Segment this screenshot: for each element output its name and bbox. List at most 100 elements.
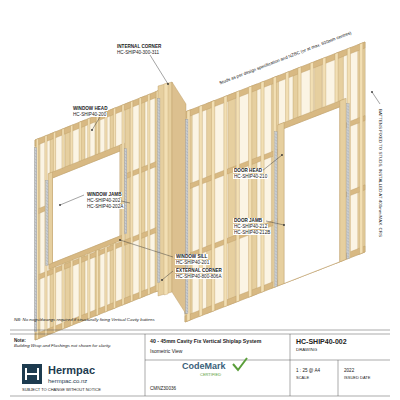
mesh-hatch <box>124 232 126 234</box>
mesh-hatch <box>34 156 36 158</box>
mesh-hatch <box>34 183 36 185</box>
mesh-hatch <box>158 140 160 142</box>
mesh-hatch <box>34 264 36 266</box>
mesh-hatch <box>34 261 36 263</box>
mesh-hatch <box>124 223 126 225</box>
mesh-hatch <box>158 194 160 196</box>
opening-sill <box>49 235 124 270</box>
mesh-hatch <box>347 178 349 180</box>
leader-line <box>120 240 173 257</box>
mesh-hatch <box>158 257 160 259</box>
mesh-hatch <box>34 204 36 206</box>
mesh-hatch <box>46 197 48 199</box>
mesh-hatch <box>46 188 48 190</box>
mesh-hatch <box>275 275 277 277</box>
mesh-hatch <box>46 260 48 262</box>
mesh-hatch <box>34 171 36 173</box>
hermpac-logo-mark <box>22 364 42 384</box>
cavity-batten <box>310 62 313 112</box>
mesh-hatch <box>34 216 36 218</box>
mesh-hatch <box>34 174 36 176</box>
mesh-hatch <box>34 252 36 254</box>
cavity-batten <box>62 128 64 168</box>
title-block-rule <box>10 396 390 397</box>
mesh-hatch <box>158 269 160 271</box>
mesh-hatch <box>186 301 188 303</box>
mesh-hatch <box>46 227 48 229</box>
part-code: HC-SHIP40-212 <box>233 224 268 229</box>
mesh-hatch <box>347 220 349 222</box>
mesh-hatch <box>46 203 48 205</box>
mesh-hatch <box>186 241 188 243</box>
mesh-hatch <box>46 248 48 250</box>
mesh-hatch <box>124 181 126 183</box>
callout-label: WINDOW JAMB <box>86 192 122 197</box>
mesh-hatch <box>34 198 36 200</box>
mesh-hatch <box>34 243 36 245</box>
mesh-hatch <box>34 168 36 170</box>
mesh-hatch <box>124 163 126 165</box>
mesh-hatch <box>347 109 349 111</box>
mesh-hatch <box>46 191 48 193</box>
mesh-hatch <box>158 101 160 103</box>
mesh-hatch <box>158 182 160 184</box>
mesh-hatch <box>124 229 126 231</box>
mesh-hatch <box>347 217 349 219</box>
mesh-hatch <box>186 220 188 222</box>
leader-dot <box>119 239 121 241</box>
view-name: Isometric View <box>150 349 182 355</box>
mesh-hatch <box>34 207 36 209</box>
note: BATTENS FIXED TO STUDS, INSTALLED AT 400… <box>377 108 382 238</box>
callout-label: INTERNAL CORNER <box>116 44 162 49</box>
mesh-hatch <box>34 255 36 257</box>
leader-line <box>266 221 284 225</box>
mesh-hatch <box>186 223 188 225</box>
mesh-hatch <box>34 201 36 203</box>
mesh-hatch <box>347 190 349 192</box>
cavity-batten <box>53 132 55 172</box>
mesh-hatch <box>186 232 188 234</box>
mesh-hatch <box>46 185 48 187</box>
leader-line <box>60 195 84 205</box>
mesh-hatch <box>158 125 160 127</box>
mesh-hatch <box>34 276 36 278</box>
mesh-hatch <box>186 193 188 195</box>
mesh-hatch <box>34 162 36 164</box>
mesh-hatch <box>46 182 48 184</box>
cavity-batten <box>88 253 90 319</box>
mesh-hatch <box>124 187 126 189</box>
mesh-hatch <box>46 215 48 217</box>
mesh-hatch <box>347 160 349 162</box>
mesh-hatch <box>34 195 36 197</box>
mesh-hatch <box>347 250 349 252</box>
wall-frame <box>185 42 365 322</box>
mesh-hatch <box>34 282 36 284</box>
mesh-hatch <box>347 229 349 231</box>
mesh-hatch <box>275 284 277 286</box>
mesh-hatch <box>347 232 349 234</box>
leader-dot <box>283 224 285 226</box>
mesh-hatch <box>158 167 160 169</box>
cavity-batten <box>148 94 150 295</box>
mesh-hatch <box>158 209 160 211</box>
opening-head <box>49 144 124 180</box>
cavity-batten <box>71 125 73 165</box>
codemark-tick <box>233 358 247 370</box>
mesh-hatch <box>46 212 48 214</box>
vermin-mesh <box>158 99 160 283</box>
mesh-hatch <box>124 226 126 228</box>
mesh-hatch <box>34 180 36 182</box>
mesh-hatch <box>275 242 277 244</box>
cavity-batten <box>298 67 301 117</box>
leader-dot <box>281 154 283 156</box>
mesh-hatch <box>34 186 36 188</box>
mesh-hatch <box>46 224 48 226</box>
cavity-batten <box>131 101 133 302</box>
mesh-hatch <box>275 197 277 199</box>
mesh-hatch <box>34 324 36 326</box>
mesh-hatch <box>347 145 349 147</box>
leader-line <box>150 55 168 84</box>
mesh-hatch <box>186 295 188 297</box>
mesh-hatch <box>34 294 36 296</box>
mesh-hatch <box>347 148 349 150</box>
